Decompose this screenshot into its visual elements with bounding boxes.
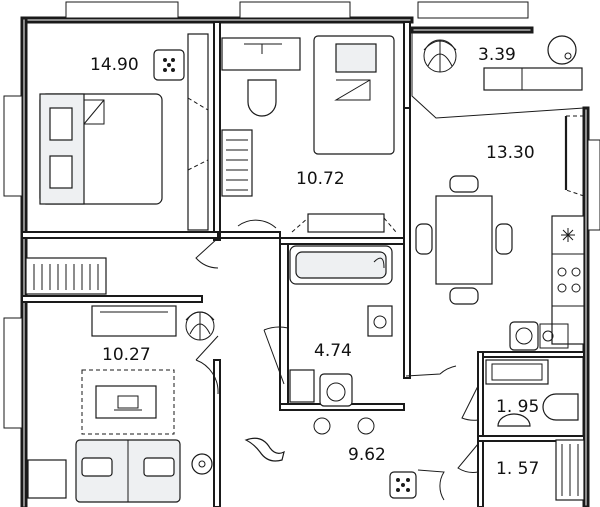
storage-furniture bbox=[555, 439, 585, 501]
laptop-icon bbox=[114, 395, 142, 411]
toilet-furniture bbox=[485, 359, 579, 427]
chair bbox=[449, 287, 479, 305]
wardrobe bbox=[187, 33, 209, 231]
kids-room-furniture bbox=[221, 35, 397, 233]
room-area-kids-room: 10.72 bbox=[296, 169, 345, 189]
dining-table bbox=[435, 195, 493, 285]
chair bbox=[495, 223, 513, 255]
room-area-bathroom: 4.74 bbox=[314, 341, 352, 361]
room-area-bedroom: 14.90 bbox=[90, 55, 139, 75]
area-labels: 14.90 10.72 3.39 13.30 4.74 10.27 9.62 1… bbox=[90, 45, 539, 479]
hallway-furniture bbox=[244, 417, 417, 499]
toilet-bowl bbox=[542, 393, 579, 421]
side-table bbox=[191, 453, 213, 475]
dresser-slats bbox=[33, 264, 99, 290]
bookshelf bbox=[221, 129, 253, 197]
cushion bbox=[81, 457, 113, 477]
outlet-dots-icon bbox=[396, 478, 410, 492]
bathroom-furniture bbox=[289, 245, 393, 407]
shelf bbox=[289, 369, 315, 403]
room-area-kitchen: 13.30 bbox=[486, 143, 535, 163]
coffee-table bbox=[95, 385, 157, 419]
living-room-furniture bbox=[27, 305, 215, 503]
bathroom-sink bbox=[367, 305, 393, 337]
rug bbox=[81, 369, 175, 435]
room-area-storage: 1. 57 bbox=[496, 459, 539, 479]
room-area-hallway: 9.62 bbox=[348, 445, 386, 465]
pillow-icon bbox=[335, 43, 377, 73]
balcony-bench bbox=[483, 67, 583, 91]
balcony-furniture bbox=[423, 35, 583, 91]
chair bbox=[415, 223, 433, 255]
pillow-icon bbox=[49, 107, 73, 141]
snowflake-icon bbox=[561, 228, 575, 242]
cushion bbox=[143, 457, 175, 477]
plant-icon bbox=[185, 311, 215, 341]
chair bbox=[247, 79, 277, 117]
kitchen-furniture bbox=[415, 115, 585, 351]
toilet-sink bbox=[497, 413, 531, 427]
room-area-living-room: 10.27 bbox=[102, 345, 151, 365]
washing-machine bbox=[509, 321, 539, 351]
chair bbox=[449, 175, 479, 193]
door-swings bbox=[195, 219, 479, 501]
round-table bbox=[547, 35, 577, 65]
cabinet bbox=[27, 459, 67, 499]
plant-icon bbox=[313, 417, 375, 435]
desk bbox=[221, 37, 301, 71]
plant-icon bbox=[423, 39, 457, 73]
sink-icon bbox=[539, 323, 569, 349]
pillow-icon bbox=[49, 155, 73, 189]
outlet-dots-icon bbox=[163, 58, 175, 72]
pet-icon bbox=[244, 437, 285, 462]
stove-icon bbox=[557, 267, 581, 293]
room-area-toilet: 1. 95 bbox=[496, 397, 539, 417]
room-area-balcony: 3.39 bbox=[478, 45, 516, 65]
washing-machine bbox=[319, 373, 353, 407]
tv-stand bbox=[307, 213, 385, 233]
bedroom-furniture bbox=[25, 33, 209, 295]
interior-walls bbox=[21, 21, 585, 507]
bookshelf-slats bbox=[226, 139, 248, 191]
tv-unit bbox=[91, 305, 177, 337]
